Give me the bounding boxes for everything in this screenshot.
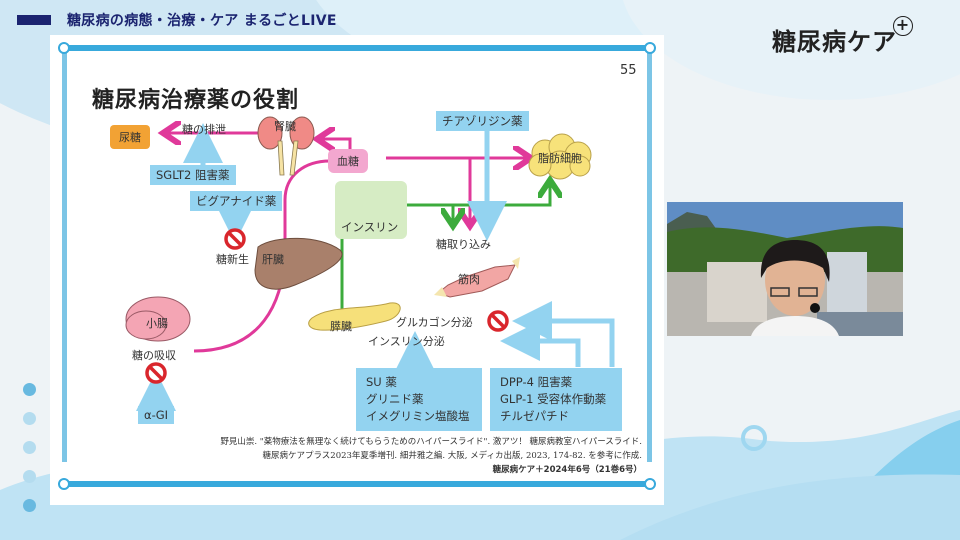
slide-frame	[62, 48, 67, 462]
drug-tirzepatide: チルゼパチド	[500, 409, 569, 423]
program-title: 糖尿病の病態・治療・ケア まるごとLIVE	[67, 13, 337, 29]
frame-knob	[644, 42, 656, 54]
slide-page-number: 55	[620, 63, 637, 78]
decor-dot	[23, 499, 36, 512]
inhibit-icon-glucagon	[487, 310, 509, 332]
muscle-illustration	[434, 257, 520, 298]
citation-source: 糖尿病ケア＋2024年6号（21巻6号）	[492, 465, 642, 475]
drug-dpp4: DPP-4 阻害薬	[500, 375, 573, 389]
small-intestine-label: 小腸	[146, 317, 168, 330]
drug-glinide: グリニド薬	[366, 392, 424, 406]
drug-imeglimin: イメグリミン塩酸塩	[366, 409, 470, 423]
frame-knob	[58, 478, 70, 490]
insulin-secretion-label: インスリン分泌	[368, 335, 445, 348]
decor-dot	[23, 383, 36, 396]
kidney-illustration	[257, 116, 315, 176]
citation-line-2: 糖尿病ケアプラス2023年夏季増刊. 細井雅之編. 大阪, メディカ出版, 20…	[262, 451, 642, 461]
biguanide-drug-box: ビグアナイド薬	[190, 191, 283, 211]
fat-cell-illustration	[528, 133, 592, 180]
secretagogue-drug-box: SU 薬 グリニド薬 イメグリミン塩酸塩	[356, 368, 482, 431]
muscle-label: 筋肉	[458, 273, 480, 286]
citation-line-1: 野見山崇. "薬物療法を無理なく続けてもらうためのハイパースライド". 激アツ！…	[220, 437, 642, 447]
glucagon-secretion-label: グルカゴン分泌	[396, 316, 473, 329]
header-swatch	[17, 15, 51, 25]
plus-circle-icon: +	[893, 16, 913, 36]
slide-citation: 野見山崇. "薬物療法を無理なく続けてもらうためのハイパースライド". 激アツ！…	[102, 435, 642, 477]
sugar-excretion-label: 糖の排泄	[182, 123, 226, 136]
slide-frame	[62, 481, 652, 487]
kidney-label: 腎臓	[274, 120, 296, 133]
pancreas-label: 膵臓	[330, 320, 352, 333]
frame-knob	[58, 42, 70, 54]
decor-dot	[23, 470, 36, 483]
presentation-slide: 55 糖尿病治療薬の役割	[50, 35, 664, 505]
liver-label: 肝臓	[262, 253, 284, 266]
sugar-absorption-label: 糖の吸収	[132, 349, 176, 362]
slide-frame	[647, 48, 652, 462]
insulin-label: インスリン	[341, 220, 399, 234]
decor-dot	[23, 441, 36, 454]
urine-sugar-node: 尿糖	[110, 125, 150, 149]
thiazolidine-drug-box: チアゾリジン薬	[436, 111, 529, 131]
small-intestine-illustration	[125, 296, 191, 342]
glucose-uptake-label: 糖取り込み	[436, 238, 491, 251]
drug-glp1: GLP-1 受容体作動薬	[500, 392, 607, 406]
decor-dot	[23, 412, 36, 425]
decor-ring	[741, 425, 767, 451]
diagram-arrows	[125, 116, 615, 411]
drug-su: SU 薬	[366, 375, 397, 389]
presenter-video	[667, 202, 903, 336]
sglt2-drug-box: SGLT2 阻害薬	[150, 165, 236, 185]
insulin-node: インスリン	[335, 181, 407, 239]
brand-logo: 糖尿病ケア+	[772, 16, 913, 57]
brand-logo-text: 糖尿病ケア	[772, 27, 897, 56]
inhibit-icon-absorption	[145, 362, 167, 384]
inhibit-icon-gluconeogenesis	[224, 228, 246, 250]
program-header: 糖尿病の病態・治療・ケア まるごとLIVE	[17, 12, 337, 29]
slide-title: 糖尿病治療薬の役割	[92, 88, 300, 113]
presenter-video-frame	[667, 202, 903, 336]
incretin-drug-box: DPP-4 阻害薬 GLP-1 受容体作動薬 チルゼパチド	[490, 368, 622, 431]
fat-cell-label: 脂肪細胞	[538, 152, 582, 165]
frame-knob	[644, 478, 656, 490]
blood-sugar-node: 血糖	[328, 149, 368, 173]
alpha-gi-drug-box: α-GI	[138, 406, 175, 424]
gluconeogenesis-label: 糖新生	[216, 253, 249, 266]
slide-frame	[62, 45, 652, 51]
